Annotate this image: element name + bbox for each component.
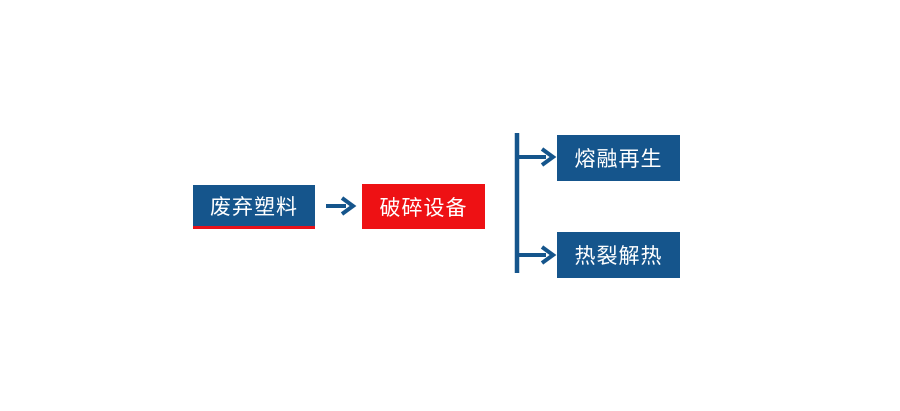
node-output-bottom-label: 热裂解热 — [574, 245, 663, 268]
arrow-input-to-process — [324, 193, 357, 219]
branch-connector-to-outputs — [512, 130, 558, 276]
node-output-top-label: 熔融再生 — [574, 148, 663, 171]
node-output-pyrolysis[interactable]: 热裂解热 — [557, 232, 680, 278]
node-process-label: 破碎设备 — [379, 196, 468, 220]
node-input-label: 废弃塑料 — [210, 195, 298, 219]
right-arrow-icon — [326, 196, 357, 216]
branch-split-icon — [514, 133, 557, 273]
node-input-waste-plastic[interactable]: 废弃塑料 — [193, 185, 315, 229]
node-output-melt-regeneration[interactable]: 熔融再生 — [557, 135, 680, 181]
node-process-crushing-equipment[interactable]: 破碎设备 — [362, 184, 485, 229]
